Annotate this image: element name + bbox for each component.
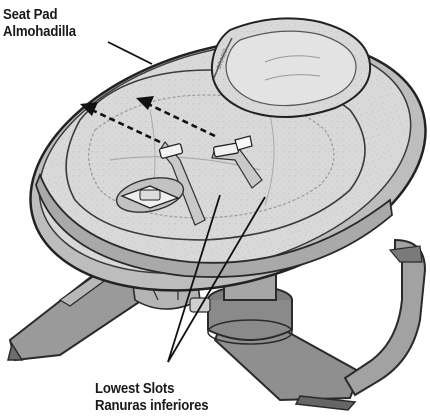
seat-pad-label-english: Seat Pad <box>3 6 76 23</box>
lowest-slots-label-spanish: Ranuras inferiores <box>95 397 208 414</box>
lowest-slots-label: Lowest Slots Ranuras inferiores <box>95 380 208 414</box>
seat-pad-label-spanish: Almohadilla <box>3 23 76 40</box>
lowest-slots-label-english: Lowest Slots <box>95 380 208 397</box>
seat-pad-label: Seat Pad Almohadilla <box>3 6 76 40</box>
head-support: GRACO <box>212 18 370 117</box>
